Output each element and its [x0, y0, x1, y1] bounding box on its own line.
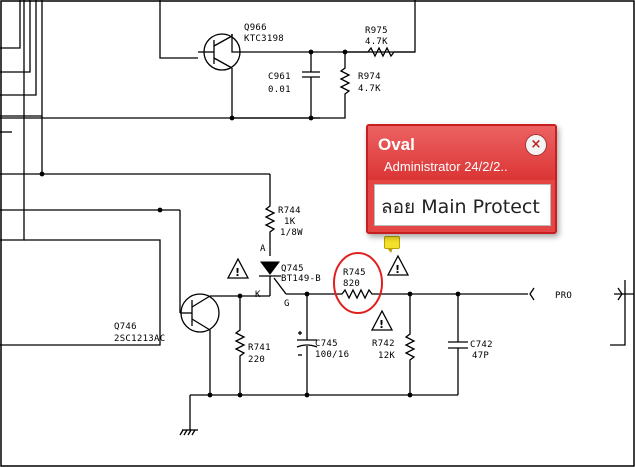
comment-note-icon[interactable] — [384, 236, 400, 253]
transistor-q746 — [179, 210, 270, 395]
r974-val: 4.7K — [358, 84, 381, 94]
svg-text:!: ! — [235, 266, 240, 279]
r975-name: R975 — [365, 26, 388, 36]
q966-name: Q966 — [244, 23, 267, 33]
r974-name: R974 — [358, 72, 381, 82]
pin-k-label: K — [255, 290, 261, 300]
capacitor-c961 — [302, 52, 320, 118]
c745-name: C745 — [315, 339, 338, 349]
svg-text:!: ! — [379, 318, 384, 331]
comment-text-box[interactable]: ลอย Main Protect — [374, 184, 551, 226]
resistor-r745 — [286, 288, 528, 300]
scr-q745 — [259, 261, 287, 296]
comment-popup[interactable]: Oval Administrator 24/2/2.. × ลอย Main P… — [366, 124, 557, 234]
q746-part: 2SC1213AC — [114, 334, 165, 344]
c745-val: 100/16 — [315, 350, 349, 360]
r744-val: 1K — [284, 217, 296, 227]
comment-popup-header[interactable]: Oval Administrator 24/2/2.. × — [368, 126, 555, 180]
warning-icon: ! — [386, 254, 410, 276]
r745-val: 820 — [343, 279, 360, 289]
warning-icon: ! — [226, 257, 250, 279]
r741-val: 220 — [248, 355, 265, 365]
r975-val: 4.7K — [365, 37, 388, 47]
comment-author-date: Administrator 24/2/2.. — [384, 159, 508, 174]
comment-title: Oval — [378, 135, 415, 154]
r742-name: R742 — [372, 339, 395, 349]
c961-val: 0.01 — [268, 85, 291, 95]
r742-val: 12K — [378, 351, 395, 361]
r745-name: R745 — [343, 268, 366, 278]
ground-bus — [179, 394, 458, 436]
pro-label: PRO — [555, 291, 572, 301]
q745-name: Q745 — [281, 264, 304, 274]
resistor-r975 — [345, 0, 416, 58]
resistor-r744 — [264, 174, 276, 256]
q745-part: BT149-B — [281, 274, 321, 284]
capacitor-c745 — [296, 294, 318, 395]
resistor-r741 — [234, 296, 246, 395]
q966-part: KTC3198 — [244, 34, 284, 44]
resistor-r742 — [404, 294, 416, 395]
close-icon[interactable]: × — [525, 134, 547, 156]
c961-name: C961 — [268, 72, 291, 82]
c742-val: 47P — [472, 351, 489, 361]
highlight-oval[interactable] — [333, 252, 383, 314]
comment-text: ลอย Main Protect — [381, 196, 540, 218]
r744-watt: 1/8W — [280, 228, 303, 238]
r744-name: R744 — [278, 206, 301, 216]
capacitor-c742 — [448, 294, 468, 395]
svg-text:!: ! — [395, 263, 400, 276]
resistor-r974 — [232, 52, 351, 119]
r741-name: R741 — [248, 343, 271, 353]
warning-icon: ! — [370, 309, 394, 331]
q746-name: Q746 — [114, 322, 137, 332]
pin-g-label: G — [284, 299, 290, 309]
pin-a-label: A — [260, 244, 266, 254]
pro-connector — [529, 280, 634, 346]
c742-name: C742 — [470, 340, 493, 350]
